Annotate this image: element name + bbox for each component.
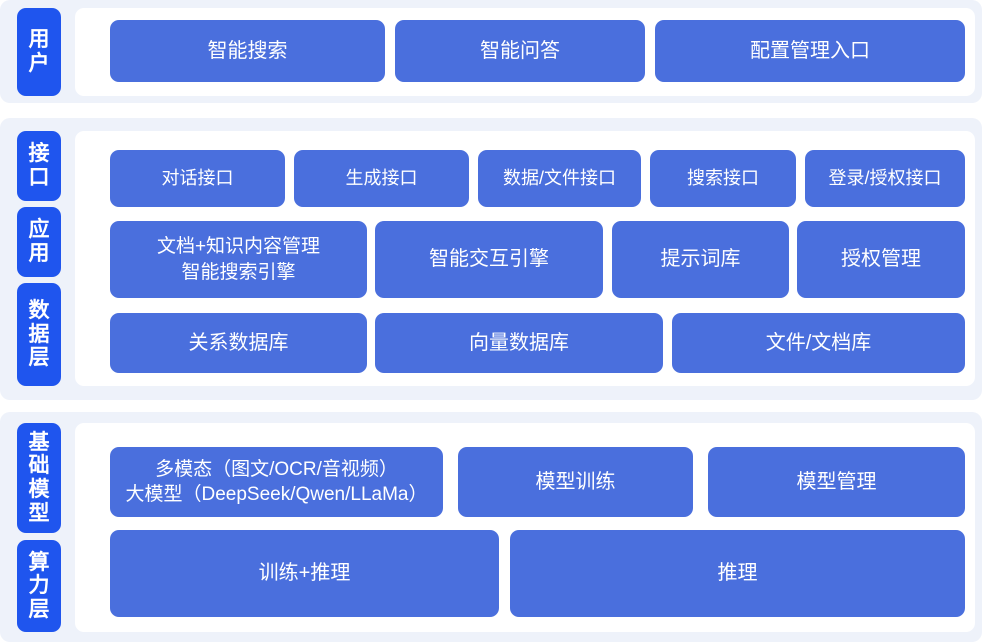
side-label-foundation-model: 基 础 模 型 — [17, 423, 61, 533]
side-label-char: 基 — [28, 430, 50, 454]
side-label-char: 算 — [28, 550, 50, 574]
tile-smart-search[interactable]: 智能搜索 — [110, 20, 385, 82]
side-label-char: 口 — [28, 166, 50, 189]
side-label-char: 础 — [28, 454, 50, 478]
side-label-char: 层 — [28, 597, 50, 621]
tile-interaction-engine[interactable]: 智能交互引擎 — [375, 221, 603, 298]
side-label-char: 层 — [28, 346, 50, 370]
tile-inference[interactable]: 推理 — [510, 530, 965, 617]
tile-prompt-library[interactable]: 提示词库 — [612, 221, 789, 298]
side-label-char: 应 — [28, 218, 50, 242]
side-label-data: 数 据 层 — [17, 283, 61, 386]
tile-dialog-api[interactable]: 对话接口 — [110, 150, 285, 207]
side-label-char: 型 — [28, 501, 50, 525]
tile-generate-api[interactable]: 生成接口 — [294, 150, 469, 207]
side-label-char: 模 — [28, 478, 50, 501]
side-label-char: 数 — [28, 299, 50, 323]
tile-model-management[interactable]: 模型管理 — [708, 447, 965, 517]
tile-file-doc-store[interactable]: 文件/文档库 — [672, 313, 965, 373]
tile-login-auth-api[interactable]: 登录/授权接口 — [805, 150, 965, 207]
tile-model-training[interactable]: 模型训练 — [458, 447, 693, 517]
side-label-api: 接 口 — [17, 131, 61, 201]
side-label-app: 应 用 — [17, 207, 61, 277]
side-label-char: 接 — [28, 142, 50, 166]
side-label-user: 用 户 — [17, 8, 61, 96]
tile-auth-management[interactable]: 授权管理 — [797, 221, 965, 298]
tile-relational-db[interactable]: 关系数据库 — [110, 313, 367, 373]
tile-multimodal-llm[interactable]: 多模态（图文/OCR/音视频） 大模型（DeepSeek/Qwen/LLaMa） — [110, 447, 443, 517]
tile-smart-qa[interactable]: 智能问答 — [395, 20, 645, 82]
side-label-compute-layer: 算 力 层 — [17, 540, 61, 632]
tile-data-file-api[interactable]: 数据/文件接口 — [478, 150, 641, 207]
tile-config-entry[interactable]: 配置管理入口 — [655, 20, 965, 82]
side-label-char: 户 — [28, 52, 50, 75]
tile-train-plus-infer[interactable]: 训练+推理 — [110, 530, 499, 617]
tile-vector-db[interactable]: 向量数据库 — [375, 313, 663, 373]
side-label-char: 用 — [28, 28, 50, 52]
tile-search-api[interactable]: 搜索接口 — [650, 150, 796, 207]
side-label-char: 据 — [28, 322, 50, 346]
tile-doc-knowledge-mgmt[interactable]: 文档+知识内容管理 智能搜索引擎 — [110, 221, 367, 298]
side-label-char: 力 — [28, 574, 50, 598]
side-label-char: 用 — [28, 242, 50, 265]
